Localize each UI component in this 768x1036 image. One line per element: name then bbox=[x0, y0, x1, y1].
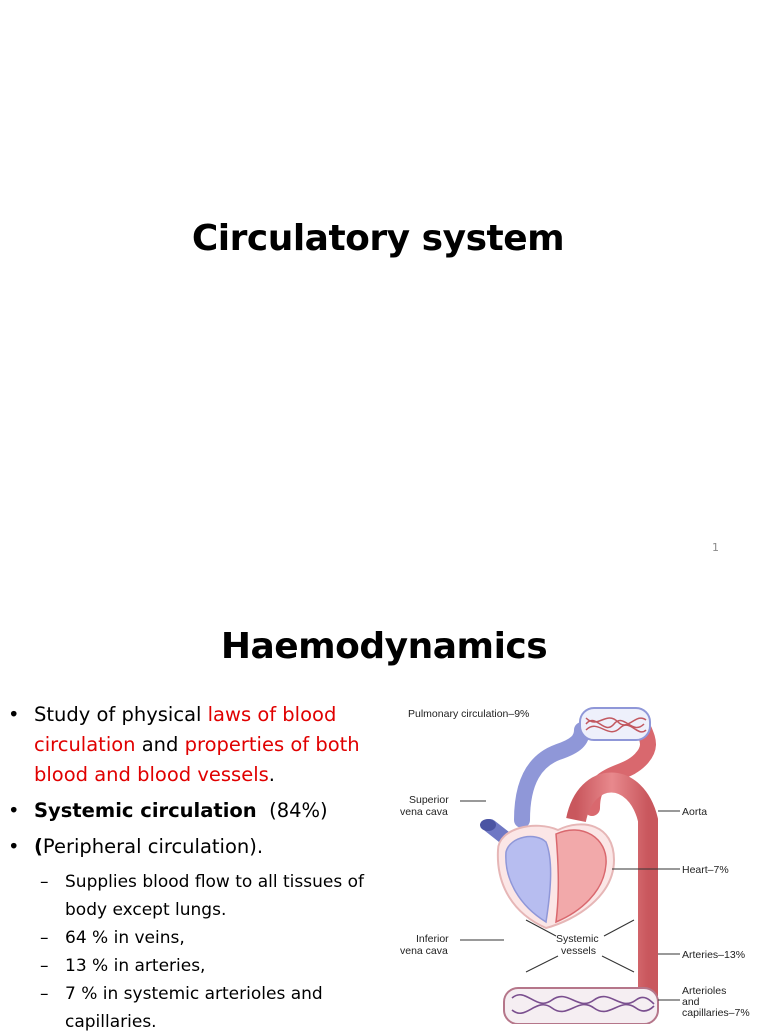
dash-icon: – bbox=[40, 984, 49, 1004]
systemic-vessels-label: vessels bbox=[561, 945, 596, 957]
dash-icon: – bbox=[40, 928, 49, 948]
bullet-bold-text: Systemic circulation bbox=[34, 799, 257, 822]
bullet-icon: • bbox=[8, 703, 20, 726]
sub-bullet-item: – Supplies blood flow to all tissues of … bbox=[4, 868, 394, 924]
systemic-vessels-label: Systemic bbox=[556, 933, 599, 945]
bullet-text: . bbox=[268, 763, 275, 786]
heart-left-side bbox=[555, 829, 607, 924]
sub-bullet-text: Supplies blood flow to all tissues of bo… bbox=[65, 872, 364, 920]
sub-bullet-item: – 64 % in veins, bbox=[4, 924, 394, 952]
bullet-text: Peripheral circulation). bbox=[42, 835, 264, 858]
heart-label: Heart–7% bbox=[682, 864, 729, 876]
sub-bullet-item: – 7 % in systemic arterioles and capilla… bbox=[4, 980, 394, 1036]
bullet-item: • (Peripheral circulation). bbox=[4, 832, 394, 862]
lung-capillary-mesh bbox=[585, 717, 647, 733]
bullet-bold-text: ( bbox=[34, 835, 43, 858]
systemic-arrow-right bbox=[601, 955, 635, 973]
bullet-icon: • bbox=[8, 835, 20, 858]
lung-capillary-bed bbox=[579, 707, 651, 741]
circulation-diagram-svg: Pulmonary circulation–9% Superior vena c… bbox=[400, 707, 750, 1024]
bullet-item: • Systemic circulation (84%) bbox=[4, 796, 394, 826]
page-number: 1 bbox=[712, 541, 719, 554]
sub-bullet-text: 13 % in arteries, bbox=[65, 956, 206, 976]
sub-bullet-item: – 13 % in arteries, bbox=[4, 952, 394, 980]
heart-right-side bbox=[505, 835, 552, 924]
inferior-vena-cava-label: vena cava bbox=[400, 945, 448, 957]
slide-2: Haemodynamics • Study of physical laws o… bbox=[0, 576, 768, 1032]
aorta-vessel bbox=[566, 772, 658, 996]
bullet-text: (84%) bbox=[256, 799, 328, 822]
slide-title: Circulatory system bbox=[191, 218, 565, 259]
arterioles-label: Arterioles bbox=[682, 985, 726, 997]
bullet-list: • Study of physical laws of blood circul… bbox=[4, 700, 394, 1036]
pulmonary-label: Pulmonary circulation–9% bbox=[408, 708, 529, 720]
bullet-icon: • bbox=[8, 799, 20, 822]
systemic-arrow-up-right bbox=[603, 919, 635, 937]
systemic-arrow-left bbox=[525, 955, 559, 973]
pulmonary-vein-loop bbox=[514, 722, 590, 828]
systemic-arrow-up-left bbox=[525, 919, 557, 937]
superior-vena-cava-label: vena cava bbox=[400, 806, 448, 818]
slide-1: Circulatory system 1 bbox=[191, 218, 719, 554]
bullet-item: • Study of physical laws of blood circul… bbox=[4, 700, 394, 790]
bullet-text: and bbox=[135, 733, 185, 756]
dash-icon: – bbox=[40, 956, 49, 976]
bullet-highlight: properties of both blood and blood vesse… bbox=[34, 733, 360, 786]
superior-vena-cava-label: Superior bbox=[409, 794, 449, 806]
arterioles-label: and bbox=[682, 996, 700, 1008]
bullet-text: Study of physical bbox=[34, 703, 208, 726]
superior-vena-cava-opening bbox=[480, 819, 496, 831]
circulation-diagram: Pulmonary circulation–9% Superior vena c… bbox=[386, 700, 768, 1024]
systemic-capillary-mesh bbox=[511, 994, 655, 1014]
bullet-highlight: laws of blood circulation bbox=[34, 703, 337, 756]
inferior-vena-cava-label: Inferior bbox=[416, 933, 449, 945]
aorta-label: Aorta bbox=[682, 806, 707, 818]
sub-bullet-text: 7 % in systemic arterioles and capillari… bbox=[65, 984, 323, 1032]
arterioles-label: capillaries–7% bbox=[682, 1007, 750, 1019]
systemic-capillary-bed bbox=[503, 987, 659, 1024]
slide-title: Haemodynamics bbox=[220, 626, 548, 667]
sub-bullet-text: 64 % in veins, bbox=[65, 928, 185, 948]
dash-icon: – bbox=[40, 872, 49, 892]
arteries-label: Arteries–13% bbox=[682, 949, 745, 961]
